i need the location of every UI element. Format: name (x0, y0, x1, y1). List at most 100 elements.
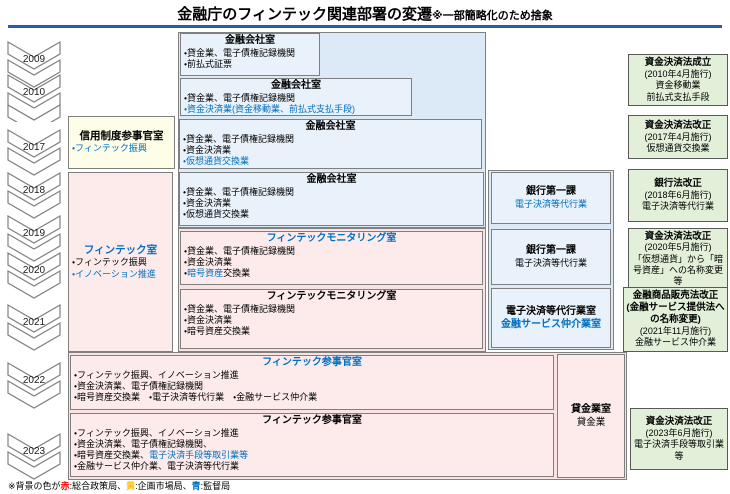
dept-item: ・貸金業、電子債権記録機関 (184, 303, 296, 314)
year-chevron-2017: 2017 (6, 129, 62, 176)
dept-item-part: 電子決済手段等取引業等 (149, 450, 249, 460)
dept-item: ・資金決済業 (183, 144, 232, 155)
legend-yellow-label: :企画市場局、 (135, 481, 192, 491)
law-box-shikin-kessai-2023: 資金決済法改正 (2023年6月施行) 電子決済手段等取引業等 (630, 408, 728, 470)
dept-item: ・資金決済業 (183, 197, 232, 208)
box-fintech-shitsu: フィンテック室 ・フィンテック振興 ・イノベーション推進 (68, 172, 173, 352)
dept-item: 貸金業 (576, 416, 606, 428)
dept-item-part: ・暗号資産交換業、 (74, 450, 150, 460)
dept-item: ・貸金業、電子債権記録機関 (184, 92, 296, 103)
dept-item: ・仮想通貨交換業 (183, 156, 250, 166)
dept-item-part: 交換業 (223, 268, 251, 278)
box-title: 金融会社室 (305, 121, 356, 132)
box-title: 銀行第一課 (526, 245, 576, 257)
year-chevron-2018: 2018 (6, 172, 62, 219)
law-line: 前払式支払手段 (646, 91, 710, 102)
law-title: 銀行法改正 (654, 178, 702, 190)
box-ginko-daiichika-2018: 銀行第一課 電子決済等代行業 (491, 172, 611, 224)
box-fintech-sanjikan-2023: フィンテック参事官室 ・フィンテック振興、イノベーション推進 ・資金決済業、電子… (70, 413, 554, 477)
dept-item: ・仮想通貨交換業 (183, 209, 250, 219)
dept-item: ・貸金業、電子債権記録機関 (183, 186, 295, 197)
box-title: 銀行第一課 (526, 186, 576, 198)
dept-item: ・金融サービス仲介業、電子決済等代行業 (74, 461, 240, 472)
title-main: 金融庁のフィンテック関連部署の変遷 (177, 6, 432, 23)
law-line: 仮想通貨交換業 (646, 142, 710, 153)
box-kashikin-gyoshitsu: 貸金業室 貸金業 (557, 354, 625, 478)
box-denshi-kessai-daiko-2021: 電子決済等代行業室 金融サービス仲介業室 (491, 288, 611, 348)
footer-legend: ※背景の色が赤:総合政策局、黄:企画市場局、青:監督局 (8, 479, 230, 492)
year-chevron-2009: 2009 (6, 41, 62, 88)
box-fintech-monitoring-2021: フィンテックモニタリング室 ・貸金業、電子債権記録機関 ・資金決済業 ・暗号資産… (180, 289, 483, 349)
legend-red: 赤 (60, 481, 70, 491)
law-subtitle: (金融サービス提供法への名称変更) (626, 302, 725, 326)
dept-item: ・フィンテック振興 (72, 143, 147, 154)
year-chevron-2023: 2023 (6, 433, 62, 480)
gap-chevron (6, 104, 62, 122)
box-title: 信用制度参事官室 (79, 130, 164, 143)
legend-yellow: 黄 (126, 481, 136, 491)
title-rule (8, 25, 722, 28)
legend-blue: 青 (191, 481, 201, 491)
dept-item: ・貸金業、電子債権記録機関 (183, 133, 295, 144)
year-chevron-2010: 2010 (6, 74, 62, 121)
law-line: (2017年4月施行) (644, 131, 712, 142)
year-label: 2020 (22, 265, 46, 276)
year-label: 2019 (22, 228, 46, 239)
dept-item-part: ・ (184, 268, 188, 278)
year-chevron-2019: 2019 (6, 215, 62, 262)
year-label: 2010 (22, 87, 46, 98)
dept-item: ・貸金業、電子債権記録機関 (184, 47, 296, 58)
dept-item: ・暗号資産交換業 (184, 268, 480, 279)
legend-prefix: ※背景の色が (8, 481, 61, 491)
law-line: (2021年11月施行) (639, 326, 712, 337)
chevron-icon (7, 362, 61, 409)
year-label: 2021 (22, 317, 46, 328)
law-box-shikin-kessai-2020: 資金決済法改正 (2020年5月施行) 「仮想通貨」から「暗号資産」への名称変更… (628, 228, 728, 290)
law-box-shikin-kessai-2017: 資金決済法改正 (2017年4月施行) 仮想通貨交換業 (628, 115, 728, 159)
law-title: 資金決済法改正 (645, 416, 713, 428)
box-title: 金融会社室 (225, 35, 275, 46)
law-box-ginko-hou-2018: 銀行法改正 (2018年6月施行) 電子決済等代行業 (628, 169, 728, 222)
law-line: 「仮想通貨」から「暗号資産」への名称変更等 (632, 253, 723, 287)
dept-item: ・イノベーション推進 (72, 268, 156, 279)
chevron-icon (7, 74, 61, 121)
box-shinyo-seido-2017: 信用制度参事官室 ・フィンテック振興 (68, 116, 175, 169)
law-line: 金融サービス仲介業 (634, 337, 716, 348)
law-line: (2023年6月施行) (645, 428, 713, 439)
box-fintech-sanjikan-2022: フィンテック参事官室 ・フィンテック振興、イノベーション推進 ・資金決済業、電子… (70, 355, 554, 410)
box-kinyu-kaisha-2018: 金融会社室 ・貸金業、電子債権記録機関 ・資金決済業 ・仮想通貨交換業 (179, 172, 484, 226)
law-line: 電子決済等代行業 (641, 201, 714, 212)
law-box-shikin-kessai-2010: 資金決済法成立 (2010年4月施行) 資金移動業 前払式支払手段 (628, 54, 728, 106)
box-kinyu-kaisha-2009: 金融会社室 ・貸金業、電子債権記録機関 ・前払式証票 (180, 33, 320, 76)
chevron-icon (7, 215, 61, 262)
law-line: (2010年4月施行) (644, 69, 712, 80)
box-kinyu-kaisha-2010: 金融会社室 ・貸金業、電子債権記録機関 ・資金決済業(資金移動業、前払式支払手段… (180, 78, 412, 116)
legend-blue-label: :監督局 (200, 481, 231, 491)
dept-item: ・暗号資産交換業、電子決済手段等取引業等 (74, 450, 551, 461)
year-label: 2022 (22, 375, 46, 386)
box-title: フィンテック参事官室 (262, 357, 362, 368)
dept-item: ・暗号資産交換業 (184, 326, 251, 336)
chevron-icon (7, 433, 61, 480)
year-chevron-2020: 2020 (6, 252, 62, 299)
box-title: 貸金業室 (571, 404, 611, 416)
dept-item: ・暗号資産交換業 ・電子決済等代行業 ・金融サービス仲介業 (74, 392, 318, 402)
dept-item: ・フィンテック振興、イノベーション推進 (74, 369, 239, 380)
box-title: 電子決済等代行業室 (506, 305, 596, 317)
law-title: 資金決済法成立 (644, 57, 712, 69)
box-ginko-daiichika-2019: 銀行第一課 電子決済等代行業 (491, 229, 611, 285)
year-label: 2018 (22, 185, 46, 196)
title-note: ※一部簡略化のため捨象 (432, 10, 553, 22)
chevron-icon (7, 104, 61, 122)
box-title: 金融会社室 (306, 174, 357, 185)
chevron-icon (7, 172, 61, 219)
dept-item: ・資金決済業、電子債権記録機関、 (74, 438, 213, 449)
dept-item: ・前払式証票 (184, 58, 233, 69)
box-fintech-monitoring-2019: フィンテックモニタリング室 ・貸金業、電子債権記録機関 ・資金決済業 ・暗号資産… (180, 231, 483, 285)
box-title: フィンテック参事官室 (262, 415, 362, 426)
box-title: フィンテック室 (83, 244, 158, 257)
dept-item-part: 暗号資産 (187, 268, 224, 278)
chevron-icon (7, 252, 61, 299)
dept-item: ・資金決済業、電子債権記録機関 (74, 380, 204, 391)
